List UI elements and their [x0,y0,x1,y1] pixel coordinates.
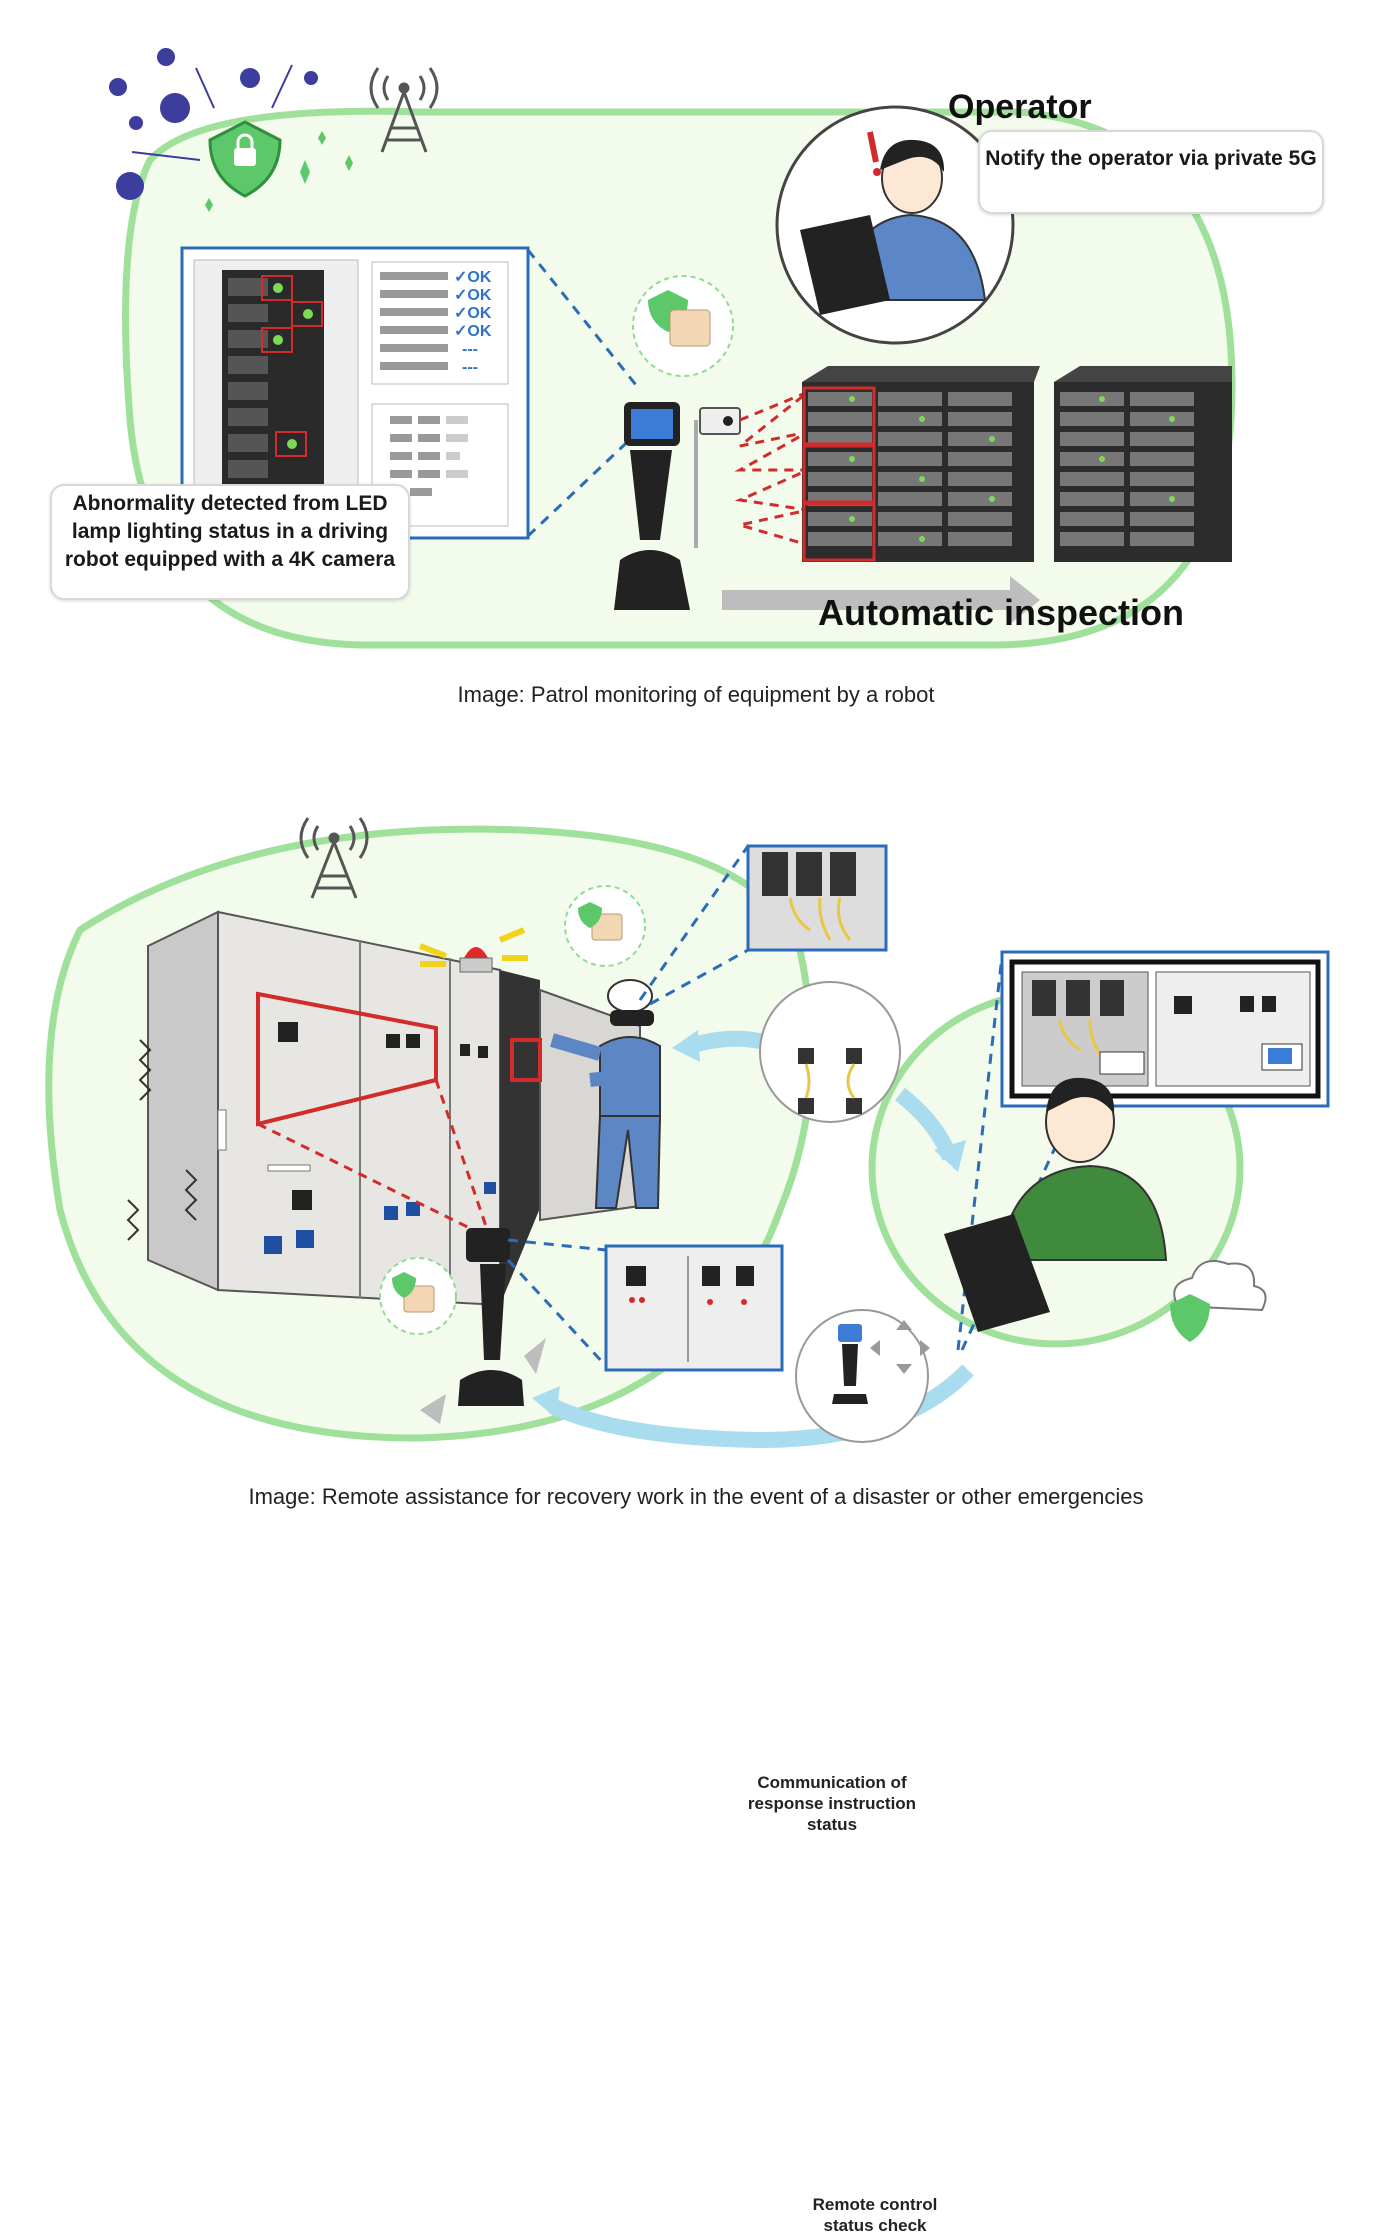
server-rack-group [802,366,1232,562]
cloud-security-icon [1170,1260,1267,1342]
private-5g-sim-icon [564,885,646,967]
remote-operator-illustration [944,1077,1168,1332]
check-label: ✓OK [454,287,492,304]
inspection-direction-arrow [722,576,1040,624]
shared-view-panel [1000,950,1330,1108]
figure2-caption: Image: Remote assistance for recovery wo… [248,1484,1144,1509]
operator-title: Operator [948,88,1092,126]
warning-light-icon [418,927,528,973]
flow-arrowheads [532,1030,966,1418]
communication-label: Communication of response instruction st… [747,1773,917,1834]
notify-callout: Notify the operator via private 5G [978,130,1324,214]
figure-remote-assistance: Communication of response instruction st… [0,790,1392,2235]
wiring-detail-panel [746,844,888,952]
camera-scan-lines [257,1079,492,1240]
control-panel-detail [604,1244,784,1372]
check-label: --- [462,341,478,358]
automatic-inspection-label: Automatic inspection [818,592,1185,633]
check-label: ✓OK [454,305,492,322]
private-5g-sim-icon [379,1257,457,1335]
remote-assistance-illustration [45,817,1330,1449]
security-shield-icon [208,120,282,198]
operator-illustration [775,105,1015,345]
abnormality-callout: Abnormality detected from LED lamp light… [50,484,410,600]
figure-patrol-monitoring: ✓OK ✓OK ✓OK ✓OK --- --- [0,0,1392,680]
patrol-robot-illustration [614,402,741,610]
camera-scan-lines [734,390,809,547]
communication-status-icon [759,981,901,1123]
camera-view-lines [526,249,642,538]
sparkle-icons [205,131,353,212]
remote-control-label: Remote control status check [812,2195,938,2235]
antenna-tower-icon [299,817,369,899]
check-label: ✓OK [454,269,492,286]
cyber-threat-icons [109,48,318,200]
check-label: --- [462,359,478,376]
private-5g-sim-icon [632,275,734,377]
robot-illustration [420,1228,546,1424]
remote-control-icon [795,1309,930,1443]
antenna-tower-icon [369,67,439,153]
figure1-caption: Image: Patrol monitoring of equipment by… [457,682,935,707]
field-worker-illustration [550,979,662,1209]
check-label: ✓OK [454,323,492,340]
